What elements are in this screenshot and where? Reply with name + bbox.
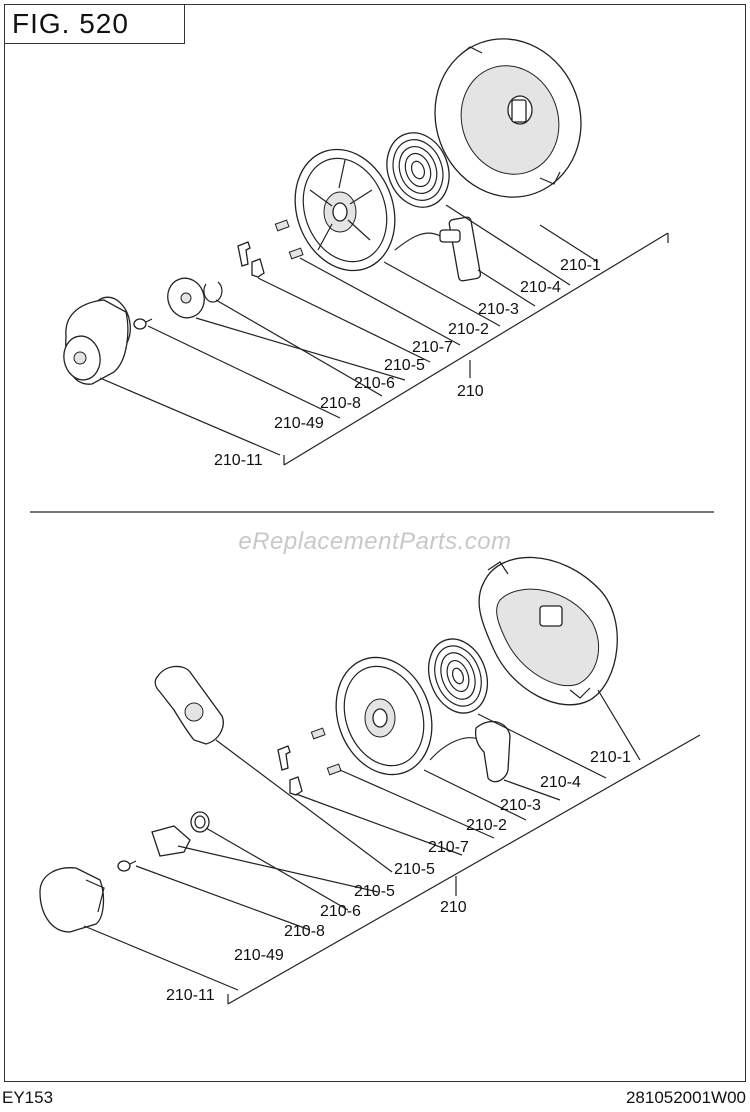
- retainer-plate-210-6-lower: [151, 825, 191, 857]
- lower-label-210-5a: 210-5: [394, 861, 435, 878]
- lower-label-210-6: 210-6: [320, 903, 361, 920]
- lower-label-210-8: 210-8: [284, 923, 325, 940]
- lower-label-210-4: 210-4: [540, 774, 581, 791]
- lower-assembly: [39, 556, 701, 1005]
- spiral-spring-210-4-lower: [428, 638, 488, 714]
- upper-label-210-2: 210-2: [448, 321, 489, 338]
- rope-handle-210-3: [394, 216, 482, 282]
- upper-label-210-5: 210-5: [384, 357, 425, 374]
- upper-label-210-4: 210-4: [520, 279, 561, 296]
- lower-label-210-49: 210-49: [234, 947, 284, 964]
- upper-label-210-11: 210-11: [214, 452, 263, 469]
- document-code: 281052001W00: [625, 1088, 746, 1107]
- upper-label-210-7: 210-7: [412, 339, 453, 356]
- figure-title: FIG. 520: [4, 4, 185, 44]
- rope-handle-210-3-lower: [429, 720, 511, 783]
- lower-label-210-1: 210-1: [590, 749, 631, 766]
- reel-pulley-210-2: [294, 148, 396, 272]
- reel-pulley-210-2-lower: [335, 656, 433, 776]
- watermark: eReplacementParts.com: [238, 528, 512, 555]
- upper-label-210-3: 210-3: [478, 301, 519, 318]
- lower-label-210-11: 210-11: [166, 987, 215, 1004]
- case-cover-210-1-lower: [478, 556, 618, 706]
- lower-label-210-7: 210-7: [428, 839, 469, 856]
- model-code: EY153: [2, 1088, 54, 1107]
- small-springs-210-7: [274, 219, 304, 260]
- screw-210-49-lower: [117, 860, 137, 872]
- spring-ring-210-8-lower: [190, 811, 210, 833]
- figure-frame: [4, 4, 746, 1082]
- upper-label-210-49: 210-49: [274, 415, 324, 432]
- lower-label-210-5b: 210-5: [354, 883, 395, 900]
- starter-cup-210-11: [63, 296, 131, 385]
- bracket-arm-210-5-lower: [154, 665, 224, 745]
- screw-210-49: [133, 318, 153, 330]
- upper-assembly: [63, 38, 669, 466]
- lower-label-210-3: 210-3: [500, 797, 541, 814]
- starter-cup-210-11-lower: [39, 867, 105, 933]
- lower-label-210: 210: [440, 899, 467, 916]
- ratchet-210-5: [237, 241, 265, 278]
- spiral-spring-210-4: [386, 132, 450, 208]
- ratchet-210-5-lower: [277, 745, 303, 796]
- upper-label-210-8: 210-8: [320, 395, 361, 412]
- upper-label-210-6: 210-6: [354, 375, 395, 392]
- case-cover-210-1: [434, 38, 582, 198]
- upper-label-210: 210: [457, 383, 484, 400]
- upper-label-210-1: 210-1: [560, 257, 601, 274]
- lower-label-210-2: 210-2: [466, 817, 507, 834]
- snap-ring-210-8: [203, 281, 223, 303]
- small-springs-210-7-lower: [310, 727, 342, 776]
- retainer-plate-210-6: [167, 277, 205, 319]
